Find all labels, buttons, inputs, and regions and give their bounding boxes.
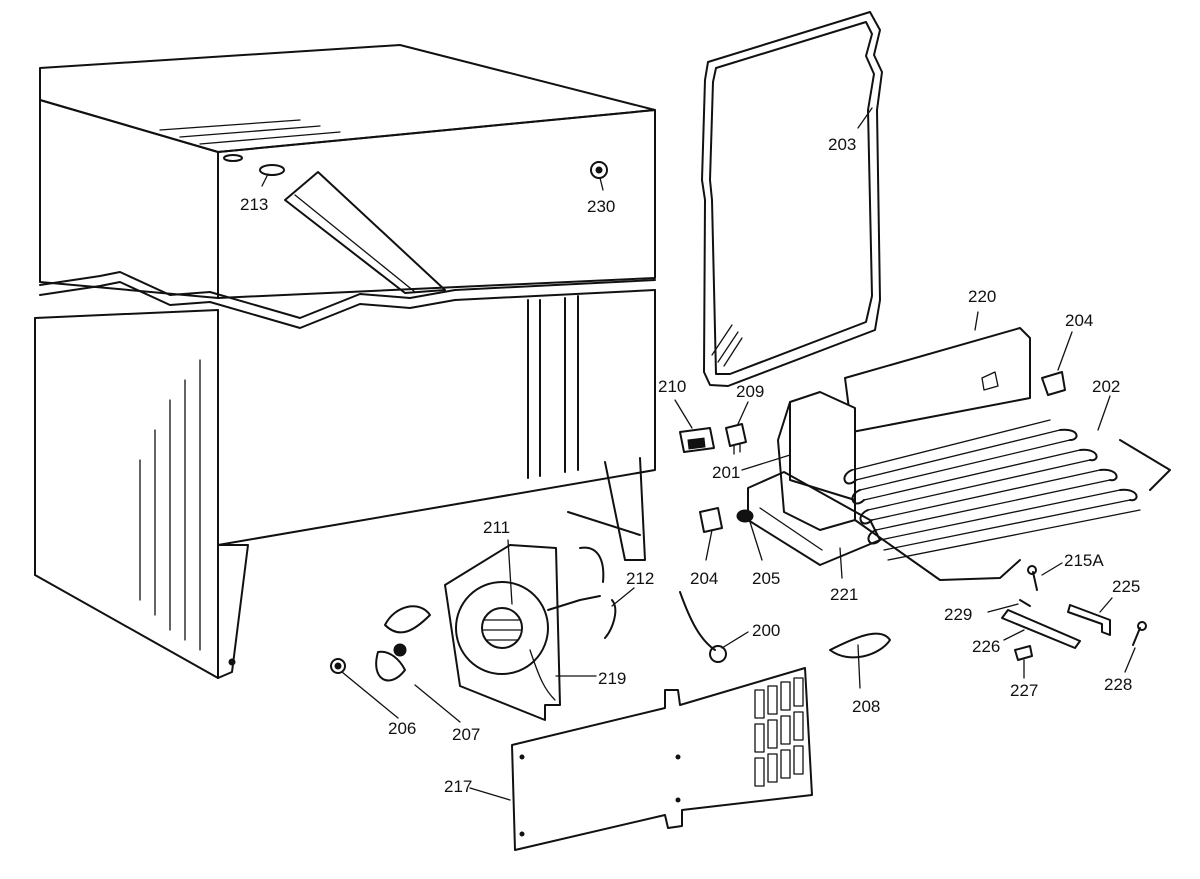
label-225: 225 bbox=[1112, 577, 1140, 596]
label-212: 212 bbox=[626, 569, 654, 588]
compressor-assembly-drawing bbox=[747, 327, 1171, 581]
label-202: 202 bbox=[1092, 377, 1120, 396]
label-209: 211 bbox=[483, 518, 510, 537]
leader-lines bbox=[261, 107, 1136, 801]
label-200: 200 bbox=[752, 621, 780, 640]
label-207: 209 bbox=[736, 382, 764, 401]
label-215a: 215A bbox=[1064, 551, 1104, 570]
label-226: 226 bbox=[972, 637, 1000, 656]
label-210: 207 bbox=[452, 725, 480, 744]
label-228: 228 bbox=[1104, 675, 1132, 694]
label-205: 205 bbox=[752, 569, 780, 588]
label-208: 210 bbox=[658, 377, 686, 396]
label-201: 201 bbox=[712, 463, 740, 482]
label-203: 203 bbox=[828, 135, 856, 154]
label-230: 230 bbox=[587, 197, 615, 216]
door-gasket-drawing bbox=[701, 11, 883, 387]
cabinet-drawing bbox=[34, 44, 656, 679]
label-206: 208 bbox=[852, 697, 880, 716]
label-221: 221 bbox=[830, 585, 858, 604]
label-204-bottom: 204 bbox=[690, 569, 718, 588]
label-217: 217 bbox=[444, 777, 472, 796]
label-227: 227 bbox=[1010, 681, 1038, 700]
label-229: 229 bbox=[944, 605, 972, 624]
label-219: 219 bbox=[598, 669, 626, 688]
fan-motor-assembly-drawing bbox=[330, 544, 617, 721]
part-labels: 213 230 203 220 204 202 210 209 201 204 … bbox=[240, 135, 1140, 796]
label-220: 220 bbox=[968, 287, 996, 306]
label-211: 206 bbox=[388, 719, 416, 738]
label-213: 213 bbox=[240, 195, 268, 214]
base-grille-panel-drawing bbox=[511, 667, 813, 851]
label-204-top: 204 bbox=[1065, 311, 1093, 330]
small-parts-drawing bbox=[679, 423, 1147, 663]
